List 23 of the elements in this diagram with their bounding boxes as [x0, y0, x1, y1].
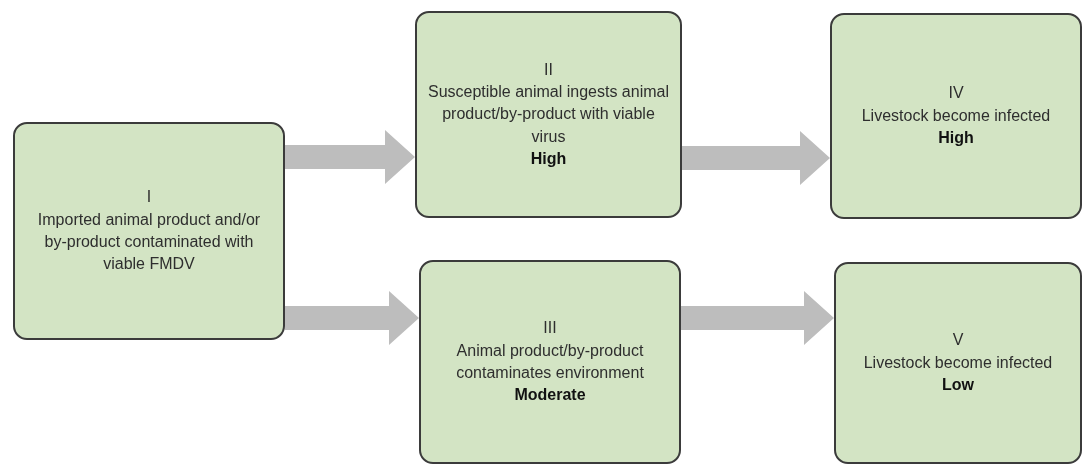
block-arrow — [285, 130, 415, 184]
block-arrow — [681, 291, 834, 345]
stage-number: II — [544, 59, 553, 80]
stage-number: I — [146, 187, 152, 208]
stage-number: IV — [948, 83, 964, 104]
process-box — [419, 260, 681, 464]
stage-number: V — [952, 330, 964, 351]
stage-description: Livestock become infected — [861, 105, 1051, 126]
process-box — [830, 13, 1082, 219]
process-box — [834, 262, 1082, 464]
block-arrow — [285, 291, 419, 345]
stage-description: Livestock become infected — [863, 352, 1053, 373]
risk-level: High — [530, 149, 567, 170]
block-arrow — [682, 131, 830, 185]
stage-description: Imported animal product and/or by-product contaminated with viable FMDV — [36, 209, 262, 275]
stage-number: III — [543, 318, 557, 339]
process-box — [415, 11, 682, 218]
process-box — [13, 122, 285, 340]
stage-description: Animal product/by-product contaminates environment — [455, 340, 645, 383]
risk-level: Low — [942, 375, 974, 396]
risk-level: High — [938, 128, 974, 149]
stage-description: Susceptible animal ingests animal product/by-product with viable virus — [427, 81, 670, 147]
risk-level: Moderate — [514, 385, 586, 406]
